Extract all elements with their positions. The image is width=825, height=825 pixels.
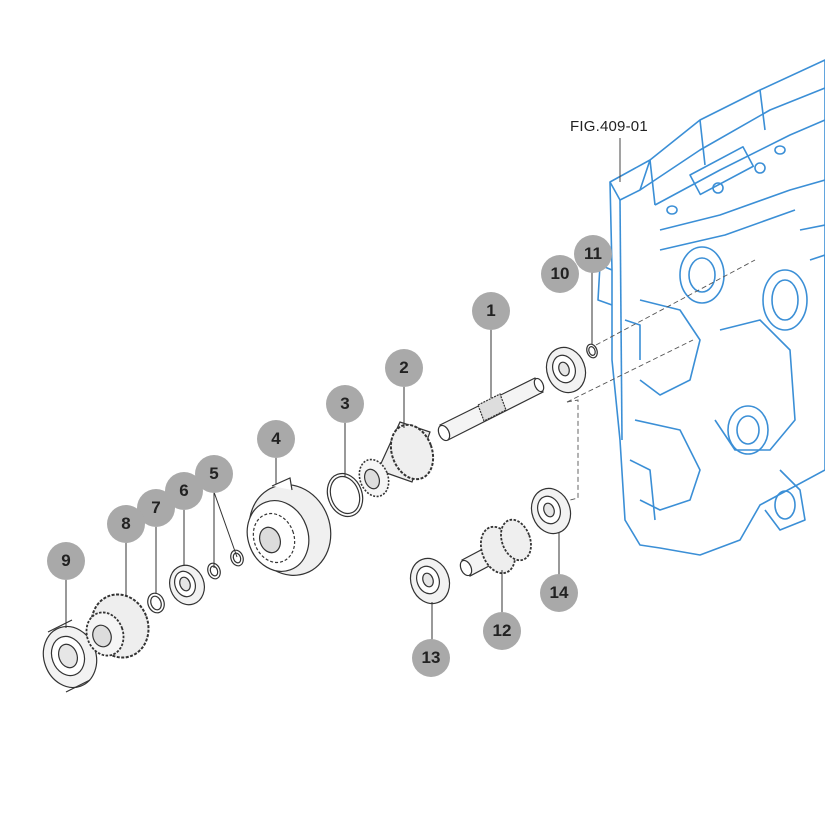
callout-7[interactable]: 7 xyxy=(137,489,175,527)
callout-leaders xyxy=(65,272,593,640)
part-6-bearing[interactable] xyxy=(164,560,210,609)
callout-4[interactable]: 4 xyxy=(257,420,295,458)
part-9-bearing[interactable] xyxy=(35,619,105,695)
part-4-clutch-housing[interactable] xyxy=(237,473,344,587)
callout-13[interactable]: 13 xyxy=(412,639,450,677)
callout-14[interactable]: 14 xyxy=(540,574,578,612)
callout-12[interactable]: 12 xyxy=(483,612,521,650)
part-5-rings[interactable] xyxy=(206,548,246,580)
callout-10[interactable]: 10 xyxy=(541,255,579,293)
part-1-shaft[interactable] xyxy=(436,377,545,442)
part-14-bearing[interactable] xyxy=(525,483,576,539)
figure-label: FIG.409-01 xyxy=(570,118,648,135)
part-11-ring[interactable] xyxy=(585,343,599,360)
part-3-circlip[interactable] xyxy=(322,469,369,522)
part-2-gear[interactable] xyxy=(354,419,440,501)
gearbox-housing xyxy=(597,59,825,556)
part-8-double-gear[interactable] xyxy=(81,586,158,665)
callout-3[interactable]: 3 xyxy=(326,385,364,423)
part-10-bearing[interactable] xyxy=(540,342,591,398)
callout-9[interactable]: 9 xyxy=(47,542,85,580)
callout-1[interactable]: 1 xyxy=(472,292,510,330)
callout-2[interactable]: 2 xyxy=(385,349,423,387)
callout-11[interactable]: 11 xyxy=(574,235,612,273)
callout-8[interactable]: 8 xyxy=(107,505,145,543)
part-12-cluster-gear[interactable] xyxy=(458,515,536,578)
part-13-bearing[interactable] xyxy=(404,553,455,609)
part-7-snap-ring[interactable] xyxy=(145,591,167,615)
alignment-lines xyxy=(566,259,756,501)
